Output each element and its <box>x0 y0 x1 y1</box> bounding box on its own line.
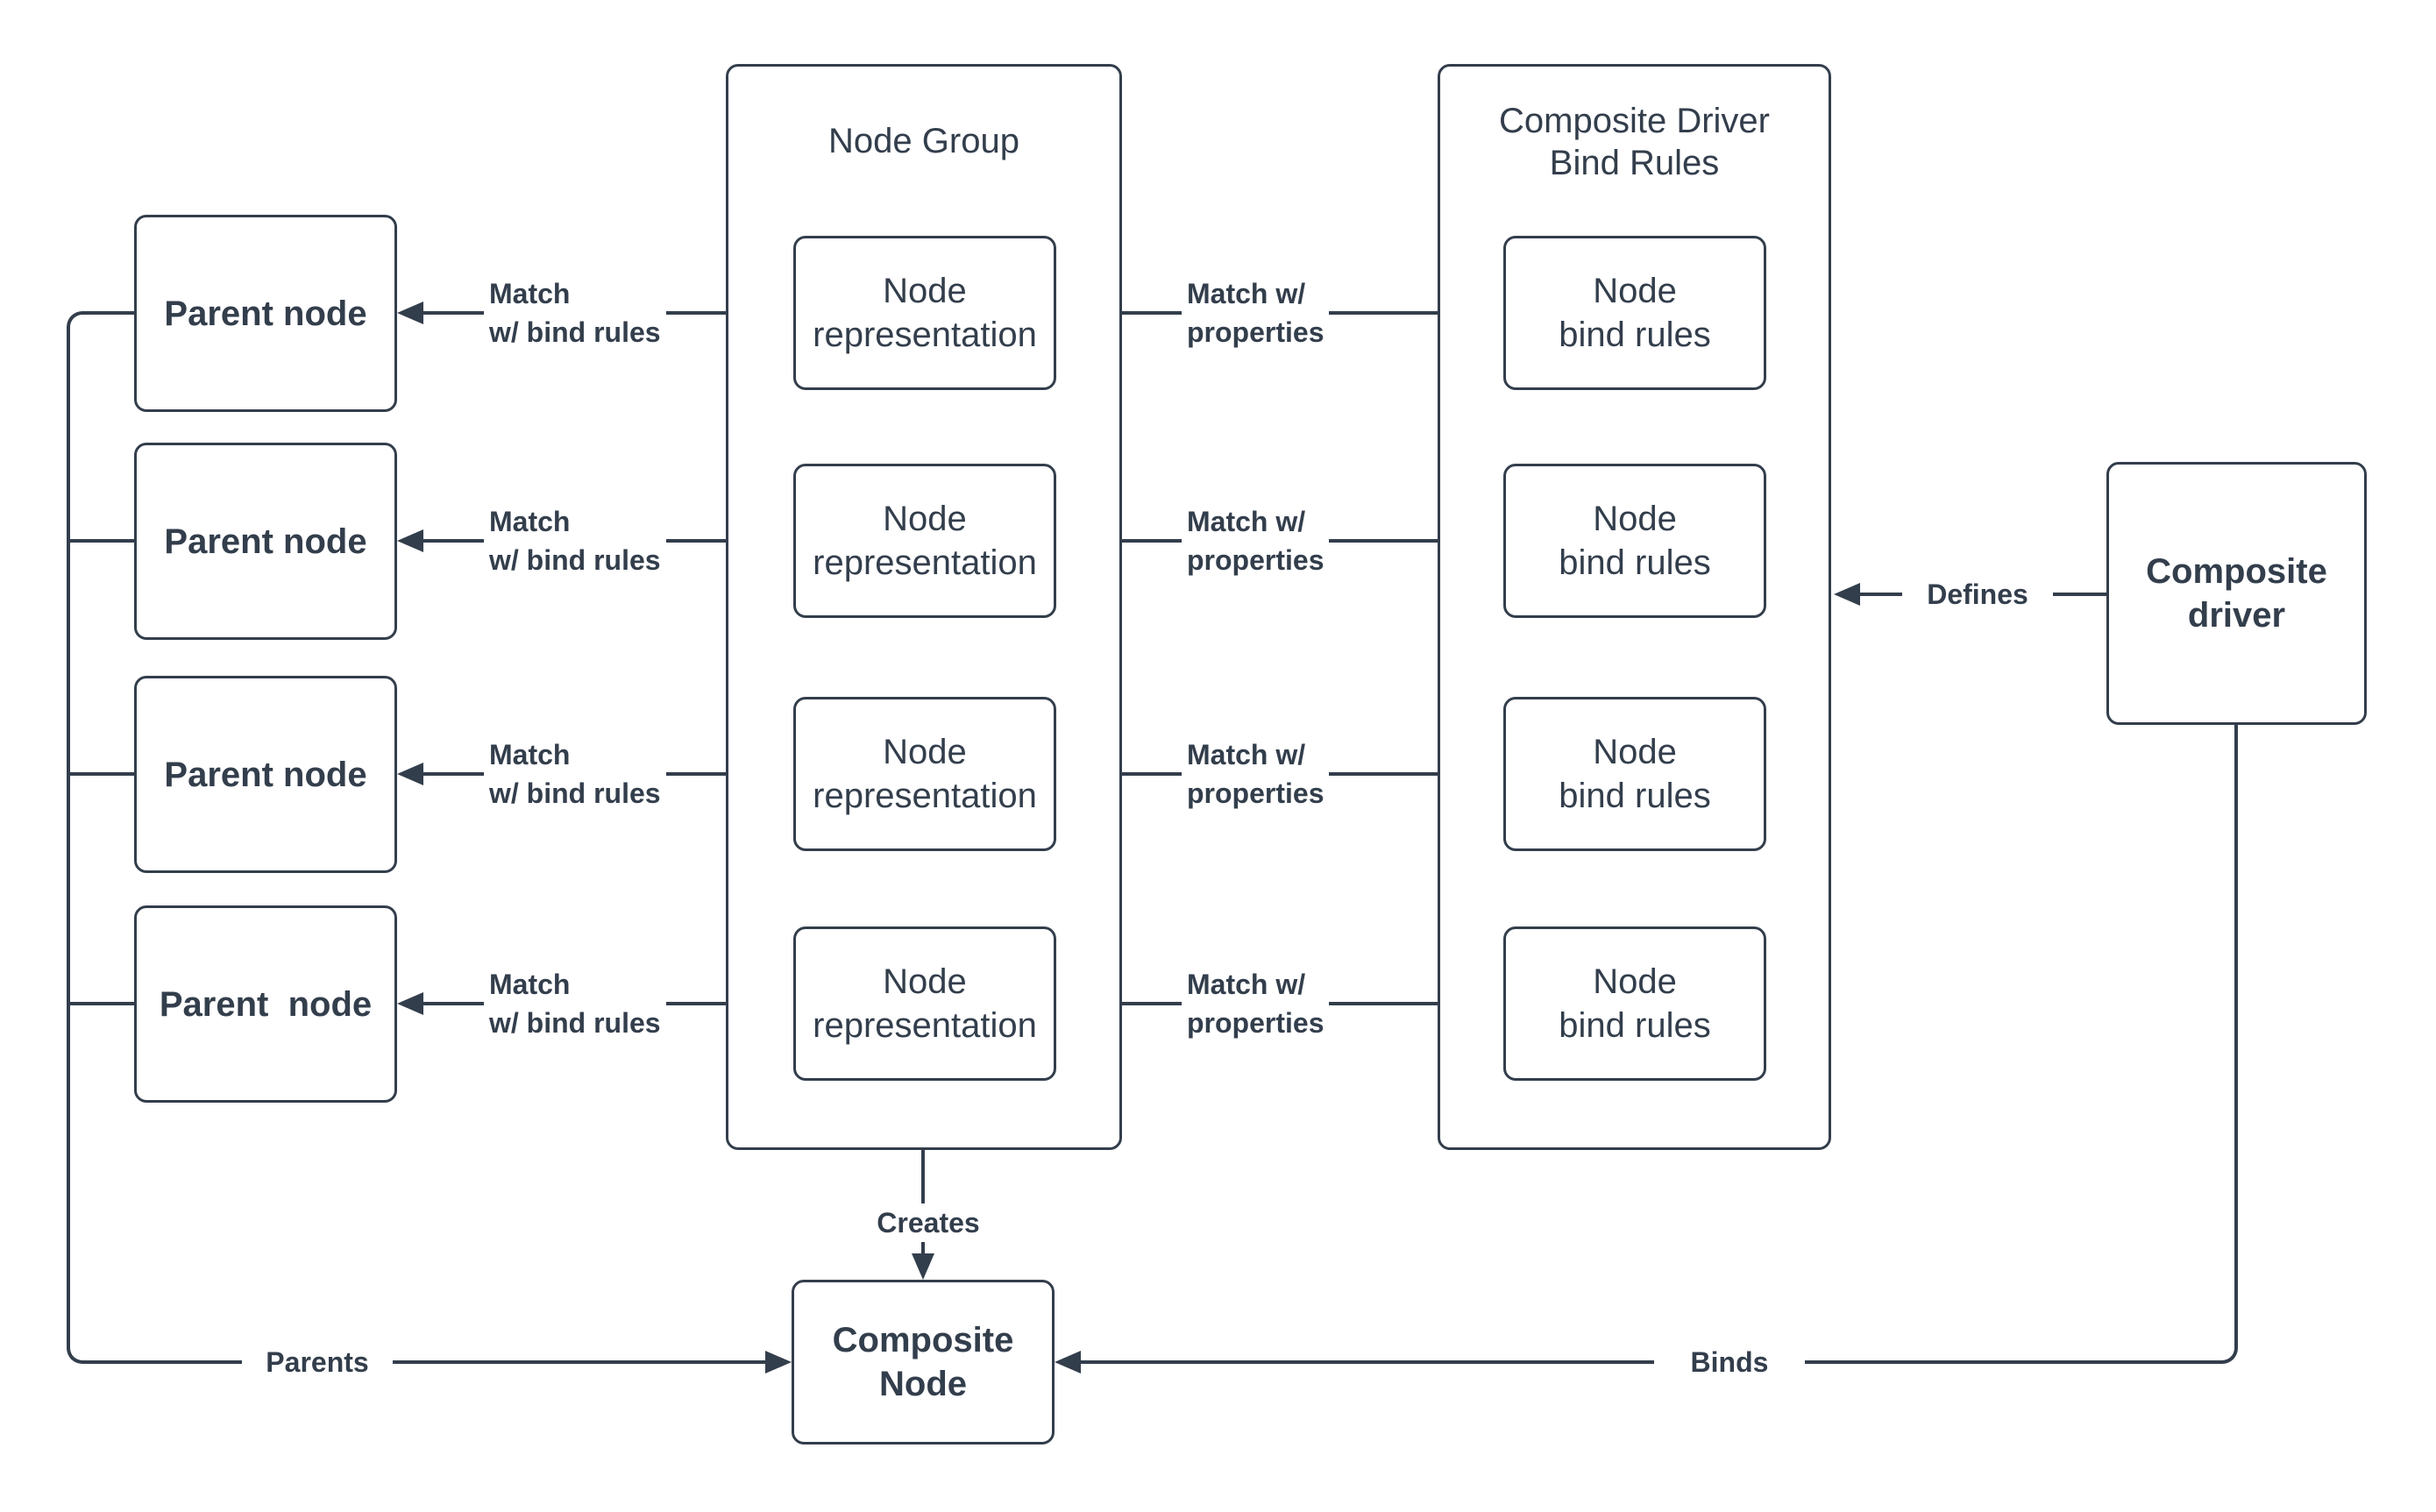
match-bind-rules-arrowhead-2 <box>397 529 423 552</box>
parent-stub-line-4 <box>68 1002 134 1005</box>
edge-label-defines: Defines <box>1902 575 2053 614</box>
edge-label-match-bind-rules-2: Match w/ bind rules <box>484 502 666 579</box>
parent-node-box-2: Parent node <box>134 443 397 640</box>
edge-label-parents: Parents <box>242 1343 393 1381</box>
node-bind-rules-box-1: Node bind rules <box>1503 236 1766 390</box>
parent-node-box-3: Parent node <box>134 676 397 873</box>
node-representation-label: Node representation <box>813 962 1037 1045</box>
parent-node-box-1: Parent node <box>134 215 397 412</box>
node-representation-box-1: Node representation <box>793 236 1056 390</box>
node-bind-rules-label: Node bind rules <box>1559 962 1711 1045</box>
composite-driver-box: Composite driver <box>2106 462 2367 725</box>
edge-label-match-properties-2: Match w/ properties <box>1182 502 1330 579</box>
parents-connector-path <box>67 327 765 1364</box>
node-bind-rules-box-3: Node bind rules <box>1503 697 1766 851</box>
defines-arrowhead <box>1834 583 1860 606</box>
node-bind-rules-label: Node bind rules <box>1559 272 1711 354</box>
parent-stub-line-3 <box>68 772 134 776</box>
node-bind-rules-box-2: Node bind rules <box>1503 464 1766 618</box>
edge-label-match-properties-1: Match w/ properties <box>1182 274 1330 351</box>
composite-driver-label: Composite driver <box>2146 552 2327 635</box>
match-bind-rules-arrowhead-3 <box>397 763 423 785</box>
parent-node-box-4: Parent node <box>134 905 397 1103</box>
node-bind-rules-label: Node bind rules <box>1559 733 1711 815</box>
edge-label-match-bind-rules-3: Match w/ bind rules <box>484 735 666 813</box>
parent-node-label: Parent node <box>164 755 367 794</box>
node-representation-label: Node representation <box>813 500 1037 582</box>
node-group-title: Node Group <box>828 122 1019 160</box>
node-bind-rules-label: Node bind rules <box>1559 500 1711 582</box>
parent-node-label: Parent node <box>164 522 367 561</box>
creates-line <box>921 1150 925 1255</box>
node-representation-box-2: Node representation <box>793 464 1056 618</box>
node-bind-rules-box-4: Node bind rules <box>1503 926 1766 1081</box>
parents-connector-top-corner <box>67 311 134 341</box>
parent-node-label: Parent node <box>164 294 367 333</box>
edge-label-match-bind-rules-1: Match w/ bind rules <box>484 274 666 351</box>
edge-label-match-properties-4: Match w/ properties <box>1182 965 1330 1042</box>
edge-label-match-properties-3: Match w/ properties <box>1182 735 1330 813</box>
node-representation-box-3: Node representation <box>793 697 1056 851</box>
edge-label-binds: Binds <box>1654 1343 1805 1381</box>
node-representation-label: Node representation <box>813 272 1037 354</box>
edge-label-match-bind-rules-4: Match w/ bind rules <box>484 965 666 1042</box>
creates-arrowhead <box>912 1253 934 1280</box>
binds-arrowhead <box>1055 1351 1081 1374</box>
node-representation-box-4: Node representation <box>793 926 1056 1081</box>
parent-node-label: Parent node <box>159 984 373 1024</box>
match-bind-rules-arrowhead-1 <box>397 302 423 324</box>
composite-driver-bind-rules-title: Composite Driver Bind Rules <box>1499 102 1770 182</box>
node-representation-label: Node representation <box>813 733 1037 815</box>
parents-arrowhead <box>765 1351 792 1374</box>
match-bind-rules-arrowhead-4 <box>397 992 423 1015</box>
edge-label-creates: Creates <box>844 1203 1012 1242</box>
parent-stub-line-2 <box>68 539 134 543</box>
composite-node-label: Composite Node <box>832 1321 1014 1403</box>
composite-node-box: Composite Node <box>792 1280 1055 1445</box>
